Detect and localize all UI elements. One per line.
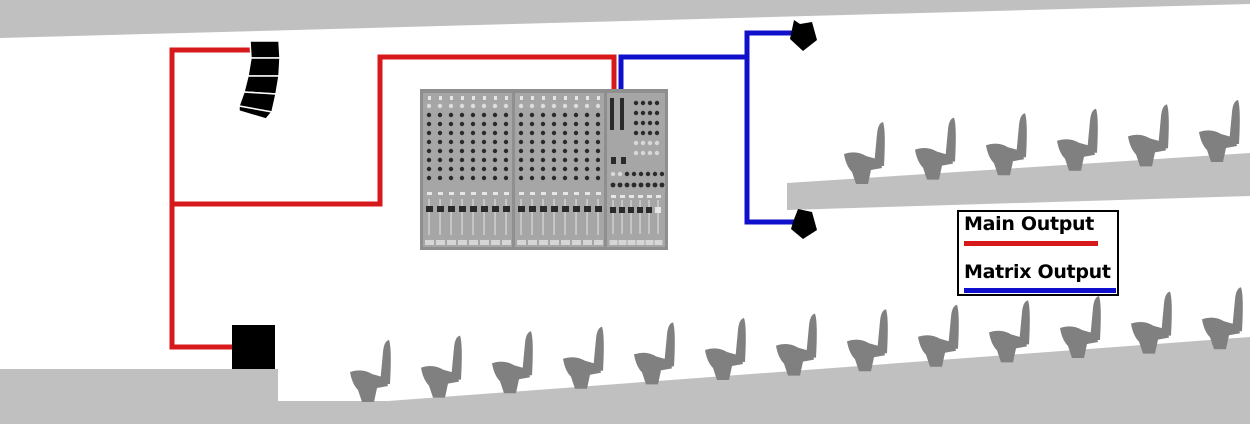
mixer-channel-strip bbox=[436, 96, 445, 245]
balcony bbox=[787, 153, 1250, 210]
mixer-master-panel bbox=[607, 93, 665, 247]
theater-seat-icon bbox=[776, 313, 817, 376]
line-array-box-5 bbox=[238, 105, 274, 120]
theater-seat-icon bbox=[492, 331, 533, 394]
line-array-box-1 bbox=[249, 40, 281, 59]
legend: Main Output Matrix Output bbox=[957, 210, 1119, 296]
legend-swatch-matrix-output bbox=[964, 288, 1116, 293]
theater-seat-icon bbox=[1060, 296, 1101, 358]
fill-speaker-icon bbox=[790, 20, 817, 51]
theater-seat-icon bbox=[1202, 287, 1243, 350]
main-floor bbox=[0, 337, 1250, 424]
speaker-system bbox=[232, 20, 817, 369]
line-array-speaker-icon bbox=[237, 40, 281, 120]
main-output-cable-speakers bbox=[169, 47, 252, 350]
mixer-input-panel-1 bbox=[423, 93, 512, 247]
theater-seat-icon bbox=[989, 300, 1030, 363]
theater-seat-icon bbox=[634, 322, 675, 385]
matrix-output-cable-mixer bbox=[618, 54, 747, 90]
mixer-channel-strip bbox=[425, 96, 434, 245]
mixer-channel-strip bbox=[594, 96, 603, 245]
subwoofer-icon bbox=[232, 325, 275, 369]
theater-seat-icon bbox=[1199, 100, 1240, 162]
mixer-channel-strip bbox=[469, 96, 478, 245]
mixer-channel-strip bbox=[583, 96, 592, 245]
mixer-channel-strip bbox=[502, 96, 511, 245]
legend-swatch-main-output bbox=[964, 241, 1098, 246]
ceiling bbox=[0, 0, 1250, 38]
mixer-channel-strip bbox=[572, 96, 581, 245]
theater-seat-icon bbox=[915, 117, 956, 180]
mixer-channel-strip bbox=[528, 96, 537, 245]
mixer-channel-strip bbox=[517, 96, 526, 245]
theater-seat-icon bbox=[918, 304, 959, 367]
legend-label-matrix-output: Matrix Output bbox=[964, 261, 1111, 283]
theater-seat-icon bbox=[986, 113, 1027, 176]
mixer-channel-strip bbox=[561, 96, 570, 245]
theater-seat-icon bbox=[847, 309, 888, 372]
mixer-channel-strip bbox=[539, 96, 548, 245]
matrix-output-cable-fills bbox=[744, 30, 796, 225]
main-output-cable-mixer bbox=[172, 54, 617, 207]
mixer-channel-strip bbox=[550, 96, 559, 245]
theater-seat-icon bbox=[1128, 104, 1169, 167]
mixer-input-panel-2 bbox=[515, 93, 604, 247]
mixer-master-section bbox=[609, 98, 665, 245]
mixer-channel-strip bbox=[491, 96, 500, 245]
theater-seat-icon bbox=[705, 318, 746, 380]
fill-speaker-icon bbox=[791, 209, 817, 239]
mixing-console-icon bbox=[420, 89, 668, 250]
mixer-channel-strip bbox=[480, 96, 489, 245]
line-array-box-2 bbox=[247, 57, 281, 77]
line-array-box-3 bbox=[243, 75, 280, 95]
legend-label-main-output: Main Output bbox=[964, 213, 1095, 235]
mixer-channel-strip bbox=[447, 96, 456, 245]
theater-seat-icon bbox=[563, 326, 604, 389]
mixer-channel-strip bbox=[458, 96, 467, 245]
theater-seat-icon bbox=[350, 340, 391, 402]
cable-routing bbox=[169, 30, 796, 350]
theater-seat-icon bbox=[1057, 108, 1098, 171]
theater-seat-icon bbox=[844, 122, 885, 184]
theater-seat-icon bbox=[1131, 291, 1172, 354]
audience-seating bbox=[350, 100, 1243, 402]
theater-seat-icon bbox=[421, 335, 462, 398]
